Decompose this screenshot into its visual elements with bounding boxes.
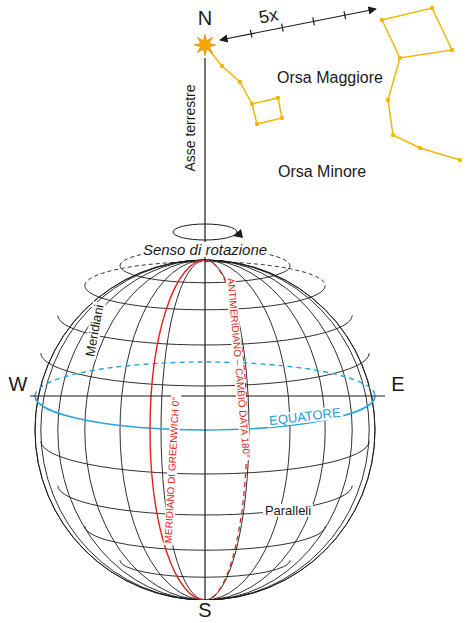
constellation-name: Orsa Minore [276, 164, 368, 180]
parallels-label: Paralleli [263, 504, 313, 517]
direction-letter: E [389, 374, 406, 394]
meridians-label: Meridiani [83, 301, 106, 359]
tick-mark [250, 30, 252, 38]
equator-label: EQUATORE [267, 405, 344, 427]
distance-label: 5x [255, 5, 281, 27]
direction-letter: N [196, 8, 214, 28]
constellation-name: Orsa Maggiore [275, 70, 385, 86]
orsa-maggiore-figure [382, 8, 460, 160]
tick-mark [344, 11, 346, 19]
rotation-label: Senso di rotazione [141, 242, 269, 257]
rotation-arrowhead [233, 229, 243, 238]
orsa-minore-figure [205, 45, 282, 124]
antimeridian-label: ANTIMERIDIANO – CAMBIO DATA 180° [225, 275, 251, 460]
direction-letter: S [196, 600, 213, 620]
tick-mark [282, 24, 284, 32]
rotation-ellipse [173, 224, 237, 240]
greenwich-meridian [150, 260, 205, 600]
tick-mark [313, 17, 315, 25]
greenwich-label: MERIDIANO DI GREENWICH 0° [163, 394, 181, 545]
direction-letter: W [7, 374, 30, 394]
distance-arrow [220, 9, 376, 40]
west-east-line [30, 395, 385, 396]
polar-star [194, 34, 216, 56]
axis-label: Asse terrestre [183, 82, 197, 173]
earth-axis [204, 58, 205, 600]
